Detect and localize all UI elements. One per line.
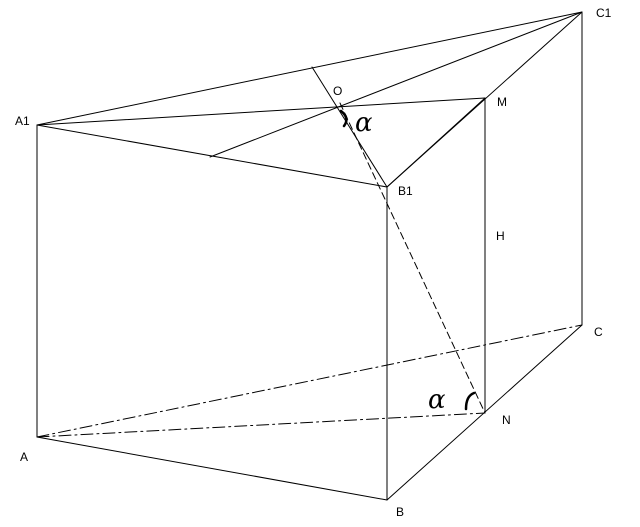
label-n: N xyxy=(502,413,511,427)
edge-a-b xyxy=(36,436,388,501)
angle-label-top: α xyxy=(355,108,373,138)
angle-label-bottom: α xyxy=(428,385,446,415)
angle-arc-bottom xyxy=(464,391,476,411)
segment-c1-midpoint-a1b1 xyxy=(209,11,583,158)
angle-arc-top xyxy=(339,109,348,128)
label-c1: C1 xyxy=(596,6,612,20)
label-a1: A1 xyxy=(15,114,30,128)
segment-b1-m xyxy=(386,97,486,188)
label-h: H xyxy=(496,229,505,243)
segment-o-n-hidden xyxy=(339,102,486,414)
segment-a1-m xyxy=(36,97,486,126)
label-c: C xyxy=(594,325,603,339)
label-m: M xyxy=(497,95,507,109)
edge-a-c-hidden xyxy=(36,324,583,438)
label-o: O xyxy=(333,84,342,98)
label-a: A xyxy=(20,450,28,464)
label-b1: B1 xyxy=(398,184,413,198)
segment-midpoint-a1c1-b1 xyxy=(311,66,388,188)
edge-a1-c1 xyxy=(36,11,583,126)
segment-a-n-hidden xyxy=(36,412,486,438)
label-b: B xyxy=(396,505,404,519)
